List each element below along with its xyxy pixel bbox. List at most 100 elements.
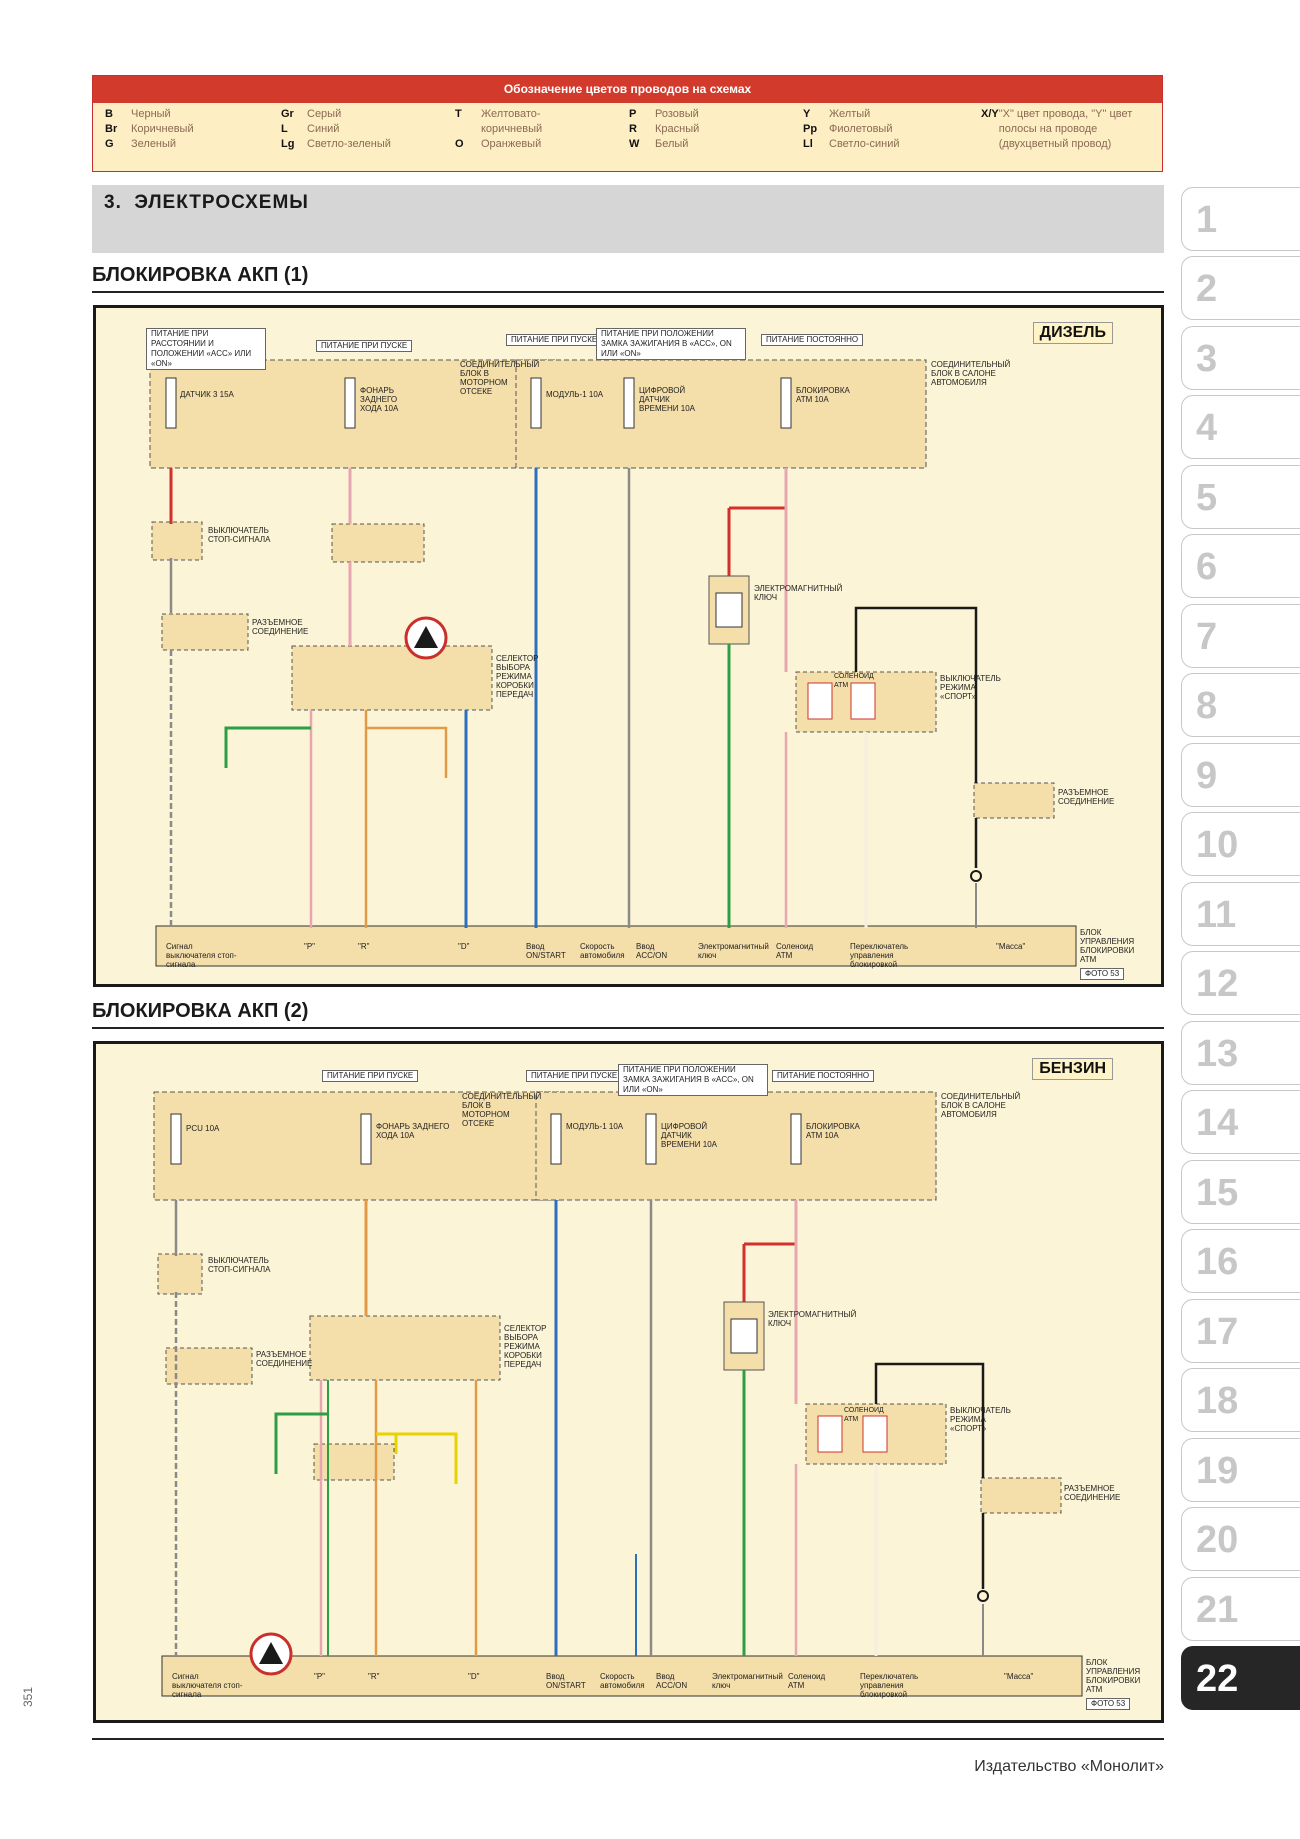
component-label: СЕЛЕКТОР ВЫБОРА РЕЖИМА КОРОБКИ ПЕРЕДАЧ bbox=[504, 1324, 547, 1369]
diagram-2-title: БЛОКИРОВКА АКП (2) bbox=[92, 1000, 309, 1022]
supply-caption: ПИТАНИЕ ПРИ ПОЛОЖЕНИИ ЗАМКА ЗАЖИГАНИЯ В … bbox=[596, 328, 746, 360]
chapter-tab[interactable]: 9 bbox=[1181, 743, 1300, 807]
ecu-block-label: БЛОК УПРАВЛЕНИЯ БЛОКИРОВКИ АТМ bbox=[1080, 928, 1135, 964]
chapter-tab[interactable]: 2 bbox=[1181, 256, 1300, 320]
ecu-pin-label: Ввод ACC/ON bbox=[636, 942, 668, 960]
page-number: 351 bbox=[21, 1686, 36, 1708]
divider bbox=[92, 1027, 1164, 1029]
divider bbox=[92, 291, 1164, 293]
supply-caption: ПИТАНИЕ ПРИ ПОЛОЖЕНИИ ЗАМКА ЗАЖИГАНИЯ В … bbox=[618, 1064, 768, 1096]
chapter-tab[interactable]: 16 bbox=[1181, 1229, 1300, 1293]
component-label: ВЫКЛЮЧАТЕЛЬ СТОП-СИГНАЛА bbox=[208, 526, 271, 544]
chapter-tab[interactable]: 1 bbox=[1181, 187, 1300, 251]
component-label: РАЗЪЕМНОЕ СОЕДИНЕНИЕ bbox=[252, 618, 309, 636]
wiring-diagram-1: ДИЗЕЛЬ ПИТАНИЕ ПРИ РАССТОЯНИИ И ПОЛОЖЕНИ… bbox=[93, 305, 1164, 987]
chapter-tab[interactable]: 6 bbox=[1181, 534, 1300, 598]
fuse-label: МОДУЛЬ-1 10A bbox=[546, 390, 604, 399]
photo-ref: ФОТО 53 bbox=[1086, 1698, 1131, 1710]
ecu-pin-label: "Масса" bbox=[996, 942, 1026, 951]
chapter-tab[interactable]: 11 bbox=[1181, 882, 1300, 946]
component-label: РАЗЪЕМНОЕ СОЕДИНЕНИЕ bbox=[1064, 1484, 1121, 1502]
chapter-tab[interactable]: 17 bbox=[1181, 1299, 1300, 1363]
chapter-tab[interactable]: 19 bbox=[1181, 1438, 1300, 1502]
chapter-tab[interactable]: 13 bbox=[1181, 1021, 1300, 1085]
fuse-label: ФОНАРЬ ЗАДНЕГО ХОДА 10A bbox=[360, 386, 399, 413]
fuse-label: МОДУЛЬ-1 10A bbox=[566, 1122, 624, 1131]
component-label: ЭЛЕКТРОМАГНИТНЫЙ КЛЮЧ bbox=[768, 1310, 857, 1328]
engine-badge: БЕНЗИН bbox=[1032, 1058, 1113, 1080]
ecu-block-label: БЛОК УПРАВЛЕНИЯ БЛОКИРОВКИ АТМ bbox=[1086, 1658, 1141, 1694]
diagram-2-wiring bbox=[153, 1091, 1083, 1697]
fuse-label: ДАТЧИК 3 15A bbox=[180, 390, 234, 399]
wiring-diagram-2: БЕНЗИН ПИТАНИЕ ПРИ ПУСКЕ ПИТАНИЕ ПРИ ПУС… bbox=[93, 1041, 1164, 1723]
supply-caption: ПИТАНИЕ ПРИ ПУСКЕ bbox=[322, 1070, 419, 1082]
chapter-tab-active[interactable]: 22 bbox=[1181, 1646, 1300, 1710]
chapter-tab[interactable]: 20 bbox=[1181, 1507, 1300, 1571]
ecu-pin-label: "P" bbox=[314, 1672, 326, 1681]
ecu-pin-label: Скорость автомобиля bbox=[580, 942, 625, 960]
engine-badge: ДИЗЕЛЬ bbox=[1032, 322, 1113, 344]
ecu-pin-label: Электромагнитный ключ bbox=[698, 942, 769, 960]
ecu-pin-label: "P" bbox=[304, 942, 316, 951]
component-label: СОЛЕНОИД АТМ bbox=[834, 673, 874, 689]
junction-block-label: СОЕДИНИТЕЛЬНЫЙ БЛОК В САЛОНЕ АВТОМОБИЛЯ bbox=[941, 1092, 1021, 1119]
component-label: ВЫКЛЮЧАТЕЛЬ СТОП-СИГНАЛА bbox=[208, 1256, 271, 1274]
legend-title: Обозначение цветов проводов на схемах bbox=[93, 76, 1162, 103]
supply-caption: ПИТАНИЕ ПОСТОЯННО bbox=[772, 1070, 875, 1082]
component-label: ЭЛЕКТРОМАГНИТНЫЙ КЛЮЧ bbox=[754, 584, 843, 602]
junction-block-label: СОЕДИНИТЕЛЬНЫЙ БЛОК В МОТОРНОМ ОТСЕКЕ bbox=[460, 360, 540, 396]
chapter-tab[interactable]: 3 bbox=[1181, 326, 1300, 390]
ecu-pin-label: Сигнал выключателя стоп-сигнала bbox=[166, 942, 237, 969]
chapter-tab[interactable]: 8 bbox=[1181, 673, 1300, 737]
supply-caption: ПИТАНИЕ ПРИ ПУСКЕ bbox=[316, 340, 413, 352]
component-label: РАЗЪЕМНОЕ СОЕДИНЕНИЕ bbox=[1058, 788, 1115, 806]
ecu-pin-label: Ввод ON/START bbox=[526, 942, 566, 960]
chapter-tab[interactable]: 7 bbox=[1181, 604, 1300, 668]
fuse-label: ЦИФРОВОЙ ДАТЧИК ВРЕМЕНИ 10A bbox=[639, 386, 695, 413]
chapter-tab[interactable]: 14 bbox=[1181, 1090, 1300, 1154]
fuse-label: PCU 10A bbox=[186, 1124, 220, 1133]
ecu-pin-label: "D" bbox=[468, 1672, 480, 1681]
junction-block-label: СОЕДИНИТЕЛЬНЫЙ БЛОК В САЛОНЕ АВТОМОБИЛЯ bbox=[931, 360, 1011, 387]
diagram-1-wiring bbox=[149, 359, 1077, 967]
legend-xy: X/Y"X" цвет провода, "Y" цвет полосы на … bbox=[981, 108, 1133, 150]
chapter-tab[interactable]: 18 bbox=[1181, 1368, 1300, 1432]
fuse-label: ФОНАРЬ ЗАДНЕГО ХОДА 10A bbox=[376, 1122, 450, 1140]
chapter-tab[interactable]: 5 bbox=[1181, 465, 1300, 529]
component-label: СОЛЕНОИД АТМ bbox=[844, 1407, 884, 1423]
ecu-pin-label: Переключатель управления блокировкой bbox=[850, 942, 909, 969]
ecu-pin-label: "R" bbox=[368, 1672, 380, 1681]
section-title: 3. ЭЛЕКТРОСХЕМЫ bbox=[104, 192, 309, 213]
fuse-label: БЛОКИРОВКА АТМ 10A bbox=[806, 1122, 860, 1140]
ecu-pin-label: "R" bbox=[358, 942, 370, 951]
ecu-pin-label: Переключатель управления блокировкой bbox=[860, 1672, 919, 1699]
component-label: СЕЛЕКТОР ВЫБОРА РЕЖИМА КОРОБКИ ПЕРЕДАЧ bbox=[496, 654, 539, 699]
ecu-pin-label: Соленоид АТМ bbox=[776, 942, 814, 960]
fuse-label: БЛОКИРОВКА АТМ 10A bbox=[796, 386, 850, 404]
component-label: ВЫКЛЮЧАТЕЛЬ РЕЖИМА «СПОРТ» bbox=[950, 1406, 1011, 1433]
diagram-1-title: БЛОКИРОВКА АКП (1) bbox=[92, 264, 309, 286]
ecu-pin-label: Скорость автомобиля bbox=[600, 1672, 645, 1690]
chapter-tab[interactable]: 21 bbox=[1181, 1577, 1300, 1641]
junction-block-label: СОЕДИНИТЕЛЬНЫЙ БЛОК В МОТОРНОМ ОТСЕКЕ bbox=[462, 1092, 542, 1128]
component-label: РАЗЪЕМНОЕ СОЕДИНЕНИЕ bbox=[256, 1350, 313, 1368]
ecu-pin-label: Соленоид АТМ bbox=[788, 1672, 826, 1690]
supply-caption: ПИТАНИЕ ПРИ РАССТОЯНИИ И ПОЛОЖЕНИИ «ACC»… bbox=[146, 328, 266, 370]
chapter-tab[interactable]: 4 bbox=[1181, 395, 1300, 459]
supply-caption: ПИТАНИЕ ПРИ ПУСКЕ bbox=[526, 1070, 623, 1082]
section-band bbox=[92, 185, 1164, 253]
ecu-pin-label: Ввод ACC/ON bbox=[656, 1672, 688, 1690]
publisher: Издательство «Монолит» bbox=[974, 1758, 1164, 1775]
chapter-tab[interactable]: 15 bbox=[1181, 1160, 1300, 1224]
chapter-tab[interactable]: 10 bbox=[1181, 812, 1300, 876]
chapter-tab[interactable]: 12 bbox=[1181, 951, 1300, 1015]
component-label: ВЫКЛЮЧАТЕЛЬ РЕЖИМА «СПОРТ» bbox=[940, 674, 1001, 701]
ecu-pin-label: Ввод ON/START bbox=[546, 1672, 586, 1690]
fuse-label: ЦИФРОВОЙ ДАТЧИК ВРЕМЕНИ 10A bbox=[661, 1122, 717, 1149]
